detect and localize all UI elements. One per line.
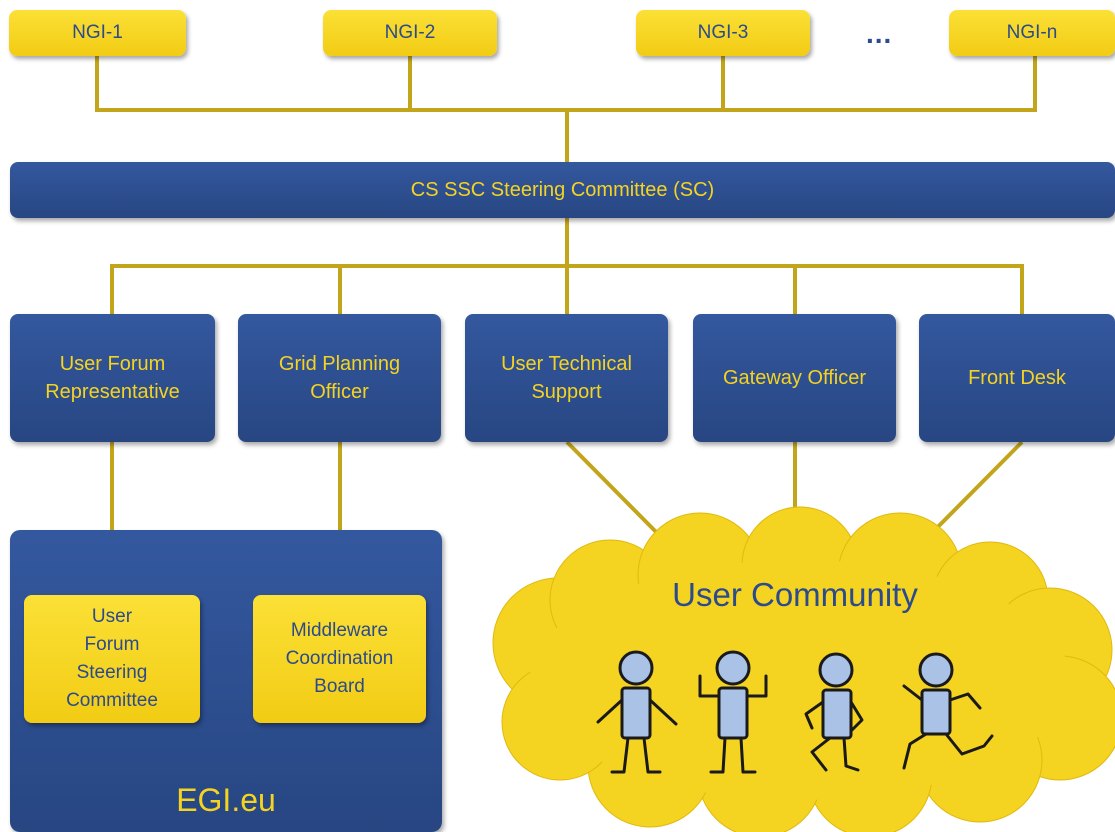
ngi-3-label: NGI-3 [697, 22, 749, 43]
ngi-3-box: NGI-3 [636, 10, 810, 56]
user-forum-steering-committee-box: User Forum Steering Committee [24, 595, 200, 723]
ngi-n-label: NGI-n [1006, 22, 1058, 43]
role-front-desk: Front Desk [919, 314, 1115, 442]
steering-committee-bar: CS SSC Steering Committee (SC) [10, 162, 1115, 218]
role-label: Front Desk [968, 367, 1066, 389]
role-user-technical-support: User Technical Support [465, 314, 668, 442]
ngi-1-box: NGI-1 [9, 10, 186, 56]
role-user-forum-representative: User Forum Representative [10, 314, 215, 442]
user-figure-walking-icon [804, 652, 864, 772]
role-label: User Technical Support [501, 353, 632, 403]
role-label: User Forum Representative [45, 353, 180, 403]
user-community-cloud [492, 506, 1115, 832]
role-label: Gateway Officer [722, 367, 867, 389]
ngi-2-label: NGI-2 [384, 22, 436, 43]
egi-eu-label: EGI.eu [176, 782, 276, 818]
user-figure-flexing-icon [698, 650, 768, 774]
role-gateway-officer: Gateway Officer [693, 314, 896, 442]
user-figure-icon [596, 650, 678, 774]
role-grid-planning-officer: Grid Planning Officer [238, 314, 441, 442]
middleware-coordination-board-box: Middleware Coordination Board [253, 595, 426, 723]
ngi-1-label: NGI-1 [72, 22, 123, 43]
ngi-2-box: NGI-2 [323, 10, 497, 56]
user-community-label: User Community [672, 576, 918, 613]
user-figure-running-icon [902, 652, 994, 770]
role-label: Grid Planning Officer [278, 353, 401, 403]
ngi-n-box: NGI-n [949, 10, 1115, 56]
steering-committee-label: CS SSC Steering Committee (SC) [410, 178, 715, 201]
middleware-coordination-board-label: Middleware Coordination Board [285, 620, 394, 697]
more-ngis-ellipsis: ... [866, 18, 893, 49]
user-forum-steering-committee-label: User Forum Steering Committee [66, 606, 158, 711]
arrow-from-user-technical-support [565, 440, 667, 543]
